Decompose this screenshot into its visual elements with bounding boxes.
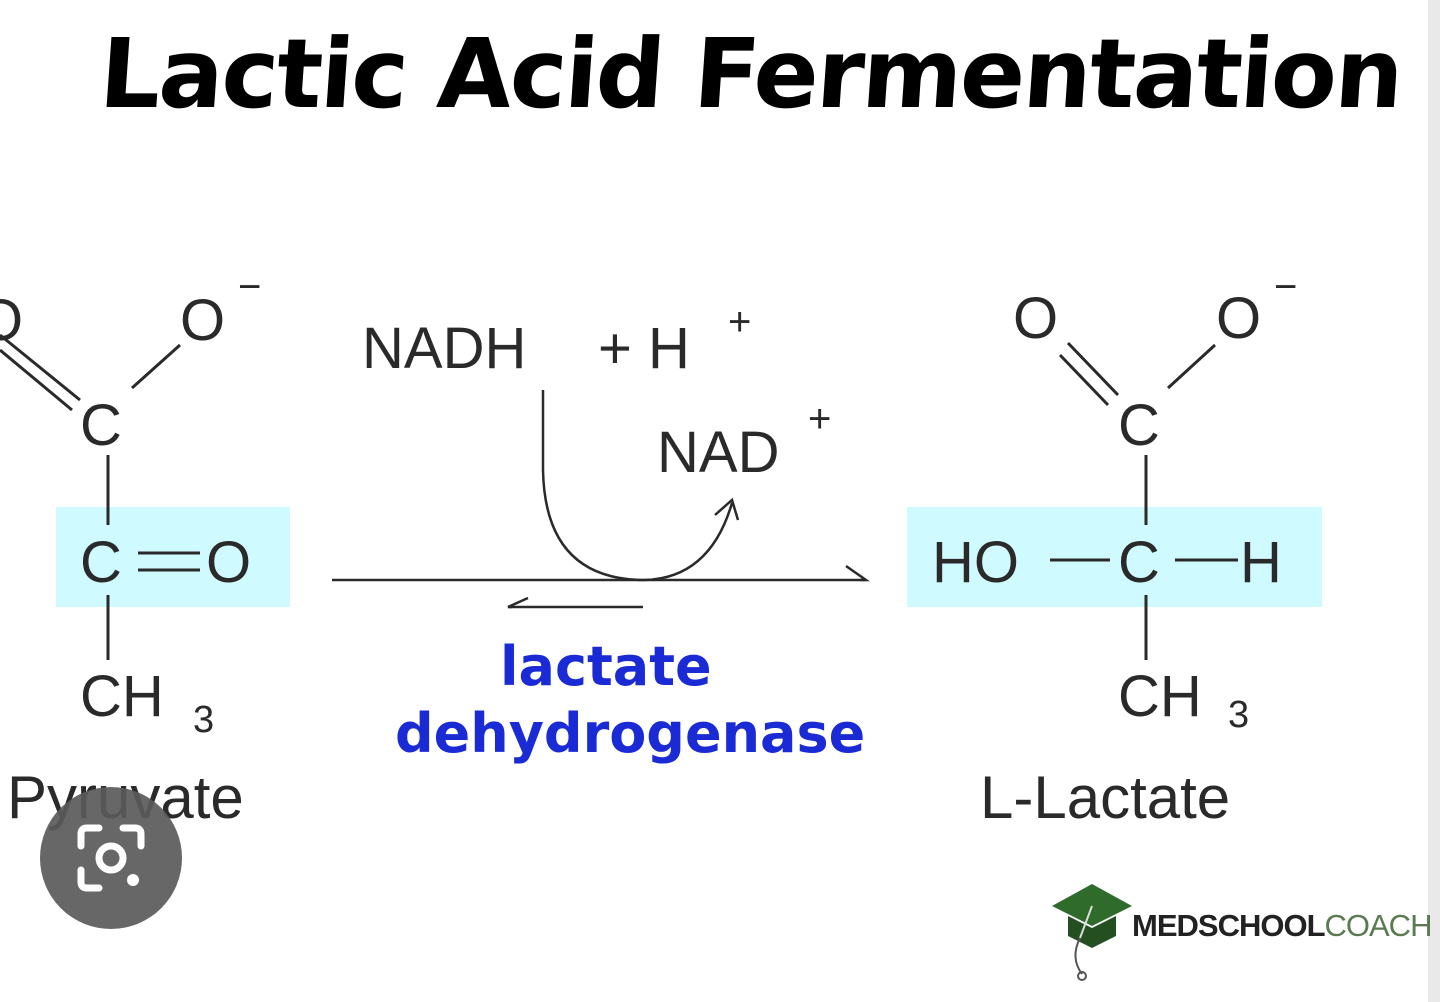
lens-search-button[interactable] [40,787,182,929]
lactate-label: L-Lactate [980,764,1230,831]
lens-search-icon [77,824,145,892]
pyruvate-carbon-top: C [80,393,122,458]
logo-part2: COACH [1324,908,1433,943]
plus-h-label: + H [598,316,690,381]
graduation-cap-icon [1052,884,1132,981]
pyruvate-methyl: CH [80,664,164,729]
pyruvate-charge: − [238,265,261,309]
medschoolcoach-logo: MEDSCHOOLCOACH [1050,878,1433,988]
lactate-o-left: O [1013,286,1058,351]
lactate-highlight [907,507,1322,607]
pyruvate-highlight [56,507,290,607]
lactate-o-minus: O [1216,286,1261,351]
lactate-hydrogen: H [1240,530,1282,595]
lactate-structure [1050,341,1238,660]
lactate-methyl-subscript: 3 [1228,694,1249,736]
pyruvate-carbonyl-o: O [206,530,251,595]
reaction-arrows [332,390,870,609]
nadh-label: NADH [362,316,526,381]
pyruvate-o-left: O [0,288,23,353]
lactate-charge: − [1274,265,1297,309]
cofactor-curve-arrow [541,390,734,582]
pyruvate-methyl-subscript: 3 [193,699,214,741]
h-charge: + [728,300,751,344]
lactate-carbon-top: C [1118,393,1160,458]
right-edge [1428,0,1440,1002]
enzyme-line2: dehydrogenase [395,702,865,765]
logo-part1: MEDSCHOOL [1132,908,1325,943]
logo-wordmark: MEDSCHOOLCOACH [1132,908,1433,944]
nad-charge: + [808,397,831,441]
lactate-methyl: CH [1118,664,1202,729]
lactate-hydroxyl: HO [932,530,1019,595]
nad-label: NAD [657,420,779,485]
enzyme-line1: lactate [500,635,712,698]
pyruvate-structure [0,333,200,660]
pyruvate-carbon-mid: C [80,530,122,595]
pyruvate-o-minus: O [180,288,225,353]
lactate-carbon-mid: C [1118,530,1160,595]
